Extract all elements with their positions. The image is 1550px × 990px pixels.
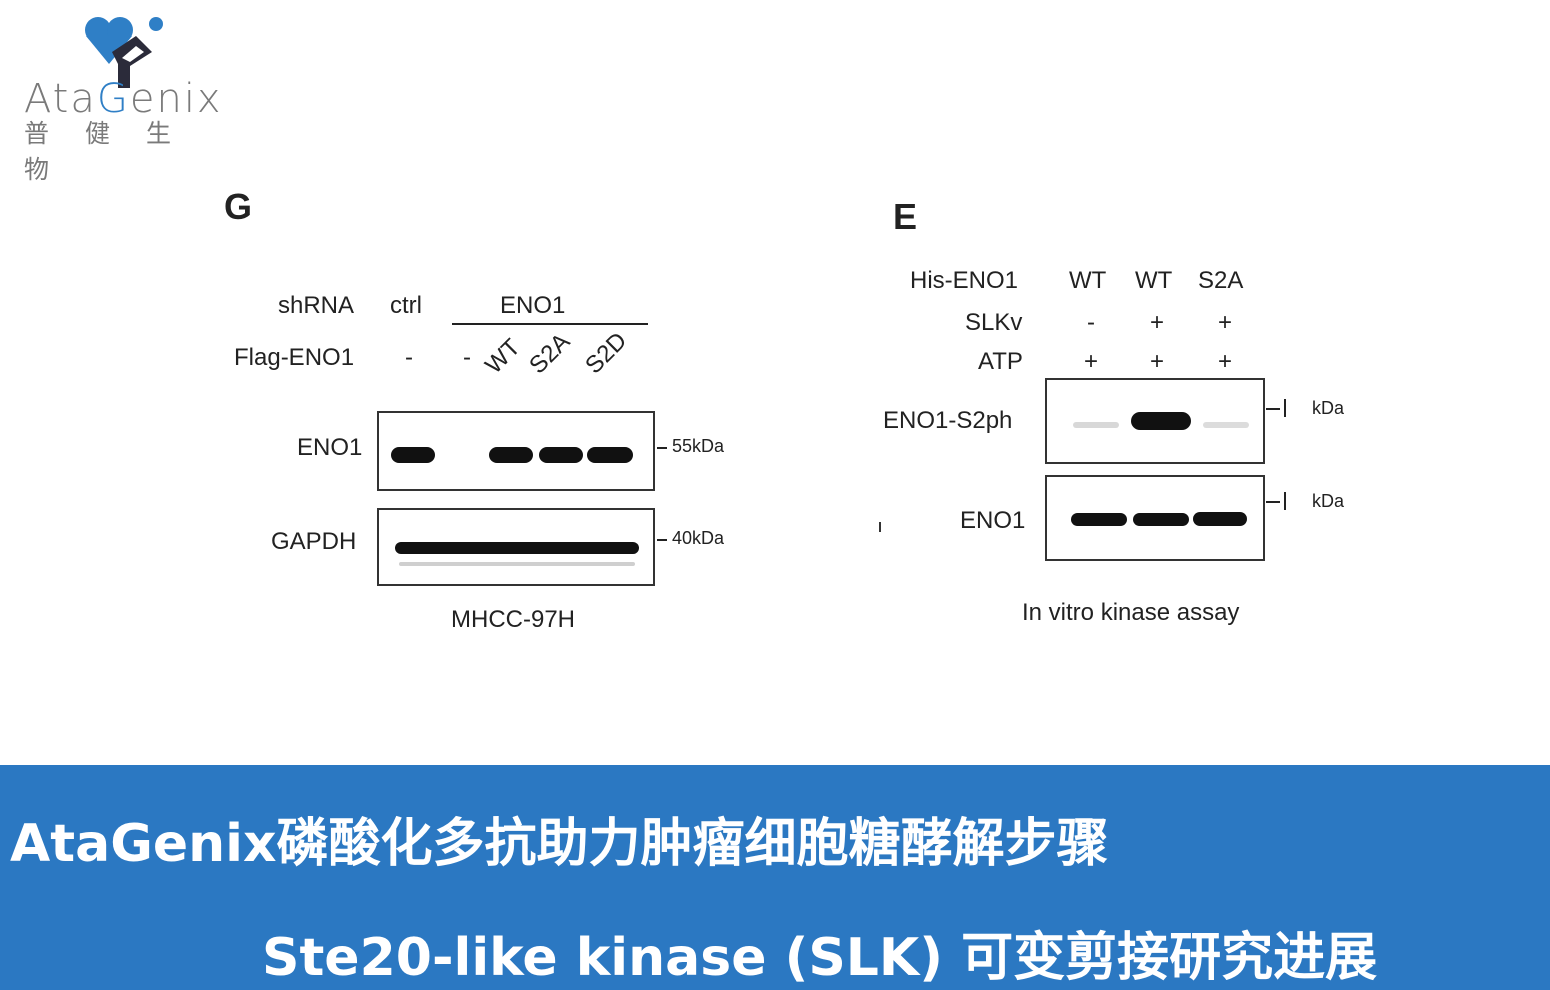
e-eno1-band-1 [1071,513,1127,526]
e-marker2-cut [1284,492,1286,510]
logo-chinese-name: 普健生物 [24,119,208,184]
flag-lane-1: - [405,344,413,371]
g-gapdh-faint-band [399,562,635,566]
logo-wordmark: AtaGenix [24,76,223,122]
g-eno1-band-3 [489,447,533,463]
g-blot2-label: GAPDH [271,528,357,555]
ctrl-label: ctrl [390,292,422,319]
e-caption: In vitro kinase assay [1022,599,1240,626]
atagenix-logo: AtaGenix 普健生物 [20,10,250,184]
eno1-group-label: ENO1 [500,292,566,319]
slkv-lane-3: + [1218,309,1233,336]
atp-label: ATP [978,348,1023,375]
g-gapdh-blot [377,508,655,586]
g-eno1-band-1 [391,447,435,463]
his-eno1-lane-3: S2A [1198,267,1244,294]
e-marker2-label: kDa [1312,491,1345,511]
e-eno1-s2ph-blot [1045,378,1265,464]
slkv-label: SLKv [965,309,1023,336]
g-marker1-tick [657,447,667,449]
g-blot1-label: ENO1 [297,434,363,461]
e-eno1-band-2 [1133,513,1189,526]
logo-mark-icon [85,17,163,88]
e-s2ph-band-2 [1131,412,1191,430]
e-marker1-cut [1284,399,1286,417]
g-marker1-label: 55kDa [672,436,725,456]
banner-title-line-1: AtaGenix磷酸化多抗助力肿瘤细胞糖酵解步骤 [10,814,1109,874]
g-eno1-blot [377,411,655,491]
stray-mark [879,522,881,532]
atp-lane-3: + [1218,348,1233,375]
g-gapdh-band [395,542,639,554]
flag-row-label: Flag-ENO1 [234,344,355,371]
shrna-row-label: shRNA [278,292,355,319]
slkv-lane-1: - [1087,309,1095,336]
g-eno1-band-5 [587,447,633,463]
atp-lane-2: + [1150,348,1165,375]
panel-g-letter: G [224,186,253,227]
e-marker1-label: kDa [1312,398,1345,418]
his-eno1-label: His-ENO1 [910,267,1019,294]
e-eno1-blot [1045,475,1265,561]
g-marker2-label: 40kDa [672,528,725,548]
atp-lane-1: + [1084,348,1099,375]
title-banner: AtaGenix磷酸化多抗助力肿瘤细胞糖酵解步骤 Ste20-like kina… [0,765,1550,990]
e-eno1-band-3 [1193,512,1247,526]
flag-lane-5: S2D [580,327,633,380]
e-s2ph-faint-band-3 [1203,422,1249,428]
e-blot1-label: ENO1-S2ph [883,407,1013,434]
slkv-lane-2: + [1150,309,1165,336]
e-marker1-tick [1266,408,1280,410]
e-blot2-label: ENO1 [960,507,1026,534]
g-caption: MHCC-97H [451,606,576,633]
flag-lane-2: - [463,344,471,371]
g-eno1-band-4 [539,447,583,463]
eno1-group-underline [452,323,648,325]
e-marker2-tick [1266,501,1280,503]
e-s2ph-faint-band-1 [1073,422,1119,428]
his-eno1-lane-2: WT [1135,267,1173,294]
banner-title-line-2: Ste20-like kinase (SLK) 可变剪接研究进展 [262,928,1378,988]
g-marker2-tick [657,539,667,541]
panel-e-letter: E [893,196,918,237]
flag-lane-4: S2A [524,328,576,380]
flag-lane-3: WT [480,333,526,380]
his-eno1-lane-1: WT [1069,267,1107,294]
